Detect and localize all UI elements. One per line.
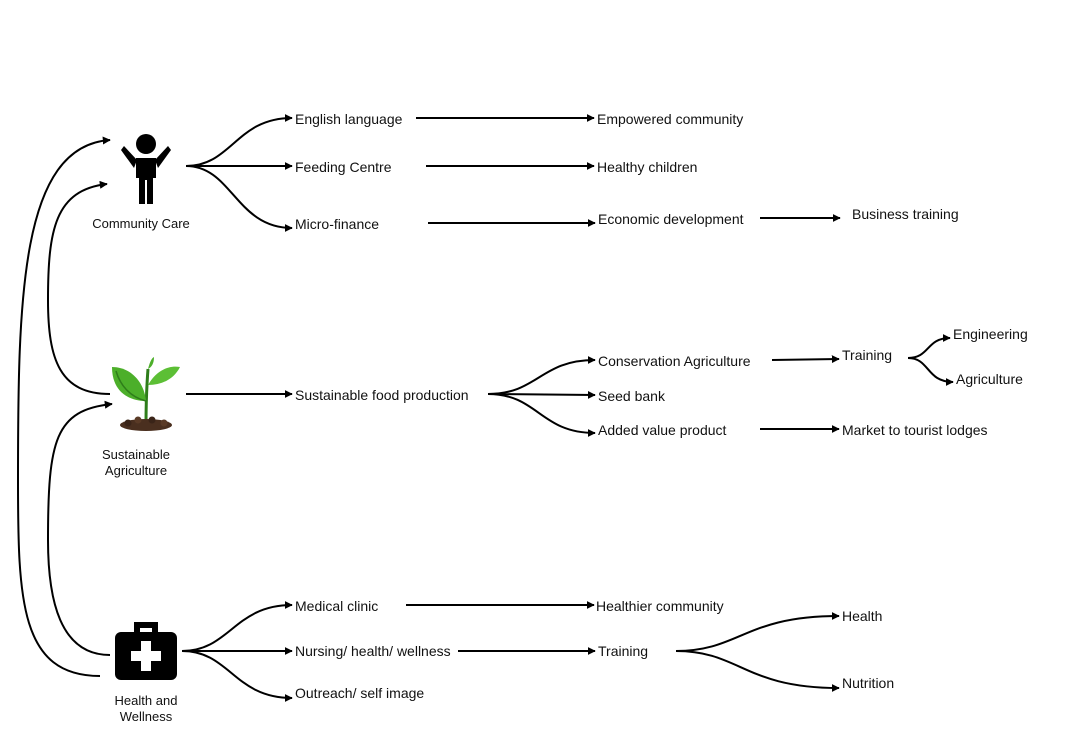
node-added-value-product: Added value product xyxy=(598,422,727,438)
edge-hw-outreach xyxy=(181,650,293,702)
edge-food-conservation xyxy=(487,356,596,395)
edge-training-agriculture xyxy=(907,357,954,386)
node-nutrition: Nutrition xyxy=(842,675,895,691)
node-conservation-agriculture: Conservation Agriculture xyxy=(598,353,751,369)
node-healthier-community: Healthier community xyxy=(596,598,724,614)
category-label-community-care: Community Care xyxy=(92,216,190,231)
node-seed-bank: Seed bank xyxy=(598,388,665,404)
node-training-agriculture: Training xyxy=(842,347,893,363)
node-micro-finance: Micro-finance xyxy=(295,216,380,232)
person-icon xyxy=(121,134,171,204)
node-feeding-centre: Feeding Centre xyxy=(295,159,392,175)
node-nursing-health-wellness: Nursing/ health/ wellness xyxy=(295,643,451,659)
node-engineering: Engineering xyxy=(953,326,1028,342)
node-training-health: Training xyxy=(598,643,649,659)
node-health: Health xyxy=(842,608,883,624)
edge-food-addedvalue xyxy=(487,393,596,437)
seedling-icon xyxy=(112,357,180,431)
edge-loop-hw-to-sa xyxy=(46,400,113,656)
edge-loop-sa-to-cc xyxy=(46,180,111,395)
edge-hw-clinic xyxy=(181,601,293,652)
category-label-sustainable-agriculture: Sustainable Agriculture xyxy=(102,447,170,478)
node-market-to-tourist-lodges: Market to tourist lodges xyxy=(842,422,988,438)
node-empowered-community: Empowered community xyxy=(597,111,744,127)
edge-training-nutrition xyxy=(675,650,840,692)
edge-training-engineering xyxy=(907,334,951,359)
first-aid-kit-icon xyxy=(115,622,177,680)
edge-cc-english xyxy=(185,114,293,167)
node-economic-development: Economic development xyxy=(598,211,744,227)
node-medical-clinic: Medical clinic xyxy=(295,598,379,614)
node-sustainable-food-production: Sustainable food production xyxy=(295,387,469,403)
edge-conservation-training xyxy=(771,355,840,364)
edge-loop-outer-to-cc xyxy=(16,136,111,677)
edge-cc-microfinance xyxy=(185,165,293,232)
node-business-training: Business training xyxy=(852,206,959,222)
node-english-language: English language xyxy=(295,111,403,127)
node-outreach-self-image: Outreach/ self image xyxy=(295,685,425,701)
edge-food-seedbank xyxy=(487,390,596,399)
category-label-health-wellness: Health and Wellness xyxy=(114,693,178,724)
edge-training-health xyxy=(675,612,840,652)
node-agriculture: Agriculture xyxy=(956,371,1023,387)
node-healthy-children: Healthy children xyxy=(597,159,698,175)
